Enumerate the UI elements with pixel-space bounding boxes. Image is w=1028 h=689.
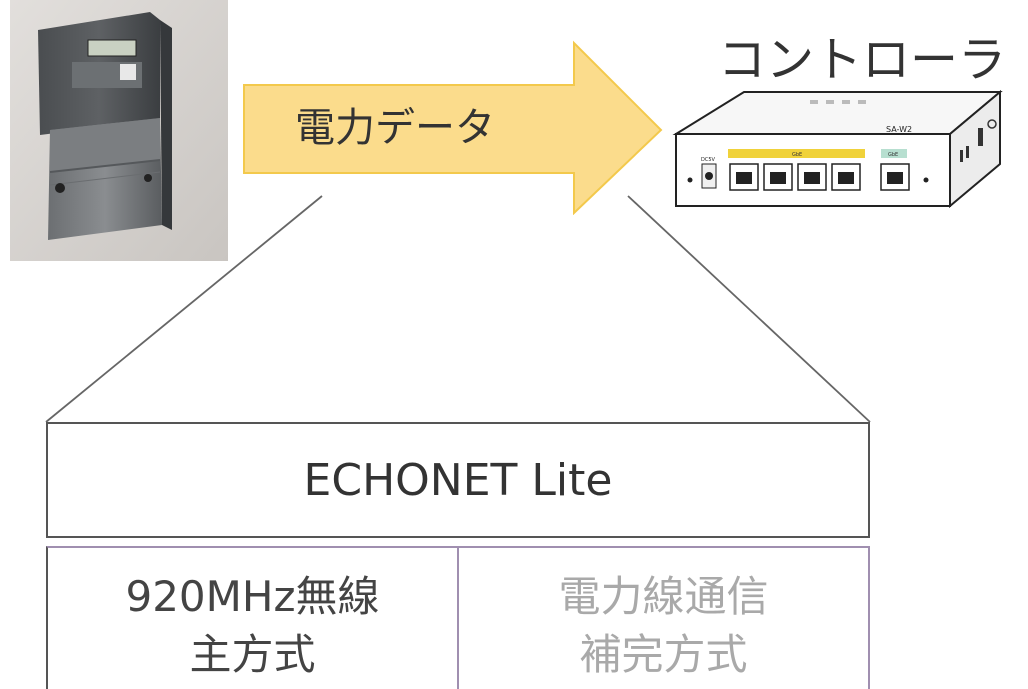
status-indicator-icon [923,177,929,183]
primary-method-cell: 920MHz無線 主方式 [48,548,459,689]
primary-method-name: 920MHz無線 [125,572,380,621]
secondary-method-name: 電力線通信 [558,572,769,621]
controller-device: SA-W2 DC5V GbE GbE [672,89,1003,209]
power-indicator-icon [687,177,693,183]
echonet-lite-label: ECHONET Lite [303,454,613,506]
device-brand-text: SA-W2 [886,125,912,134]
arrow-label: 電力データ [295,105,495,151]
communication-methods-layer: 920MHz無線 主方式 電力線通信 補完方式 [46,546,870,689]
side-slot-icons [960,119,997,162]
controller-title: コントローラ [718,32,1007,88]
primary-method-role: 主方式 [189,630,316,679]
port-group-b-label: GbE [888,152,898,158]
ethernet-port-icons [729,163,910,191]
data-flow-arrow [243,40,663,215]
status-led-icons [810,100,866,104]
secondary-method-cell: 電力線通信 補完方式 [459,548,868,689]
secondary-method-role: 補完方式 [579,630,748,679]
power-label: DC5V [701,157,716,163]
echonet-lite-layer: ECHONET Lite [46,422,870,538]
port-group-a-label: GbE [792,152,802,158]
smart-meter-photo [10,0,228,261]
